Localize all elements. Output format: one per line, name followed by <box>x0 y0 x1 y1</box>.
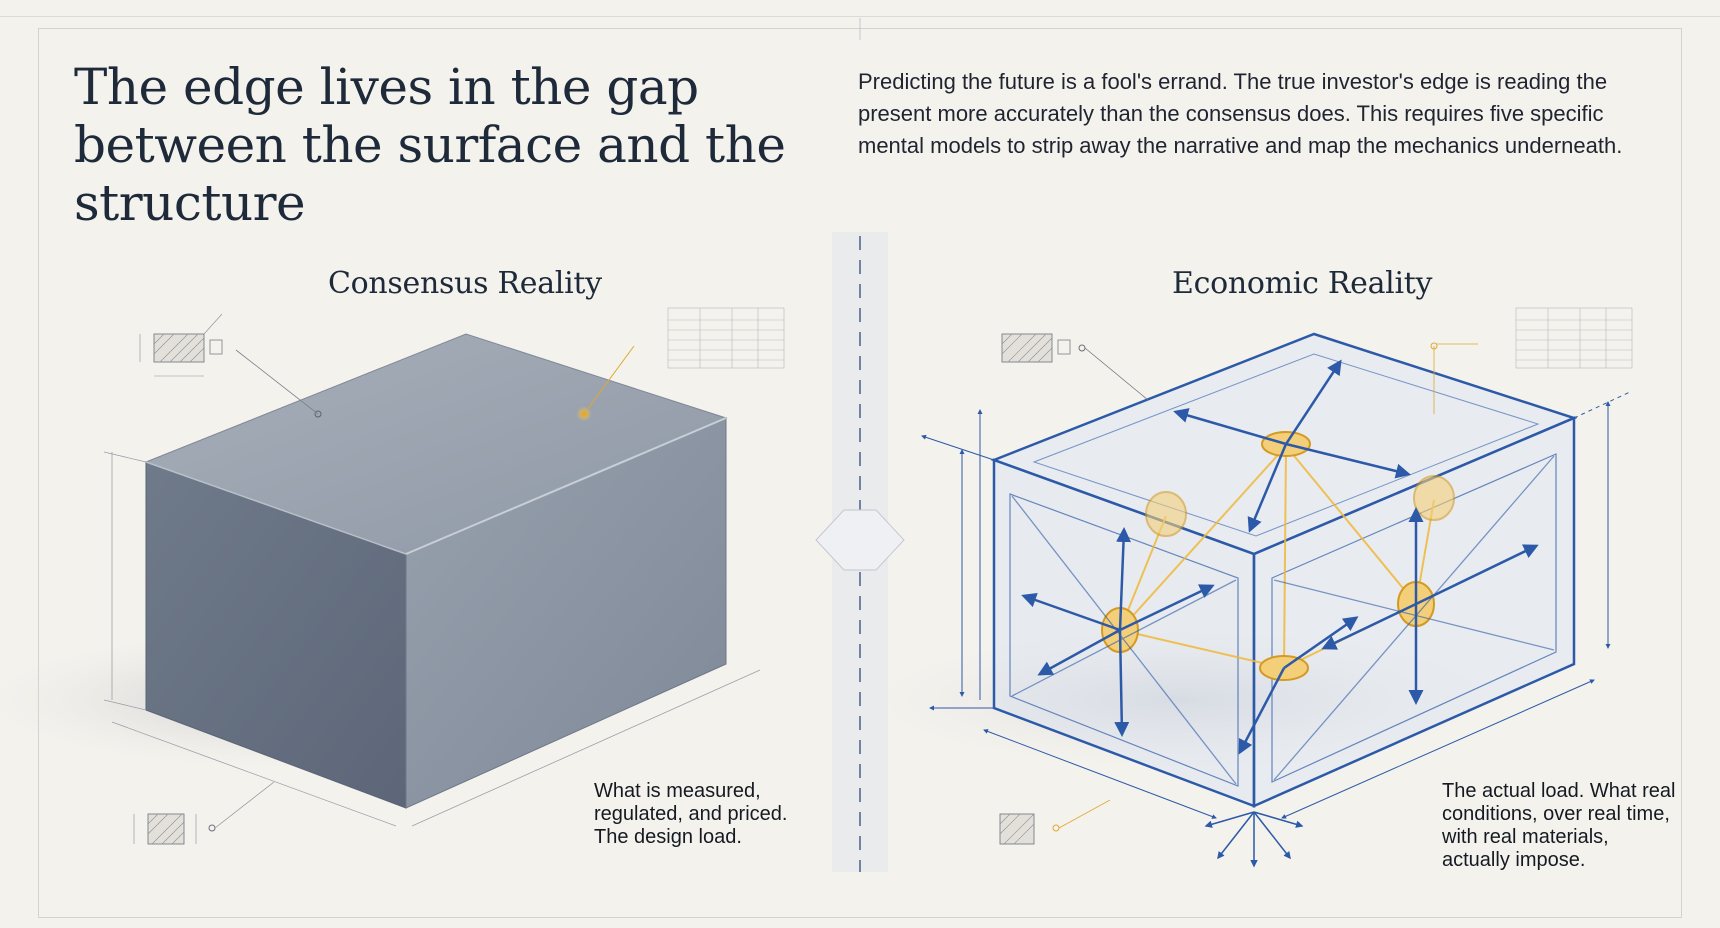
consensus-block-drawing <box>0 307 785 845</box>
consensus-reality-title: Consensus Reality <box>328 266 602 301</box>
consensus-caption: What is measured, regulated, and priced.… <box>594 780 788 848</box>
top-rule <box>0 16 1720 17</box>
headline: The edge lives in the gap between the su… <box>74 58 786 232</box>
intro-paragraph: Predicting the future is a fool's errand… <box>858 69 1623 158</box>
economic-structure-drawing <box>860 307 1633 868</box>
economic-caption: The actual load. What real conditions, o… <box>1442 780 1676 871</box>
economic-reality-title: Economic Reality <box>1172 266 1433 301</box>
center-divider <box>815 18 905 872</box>
